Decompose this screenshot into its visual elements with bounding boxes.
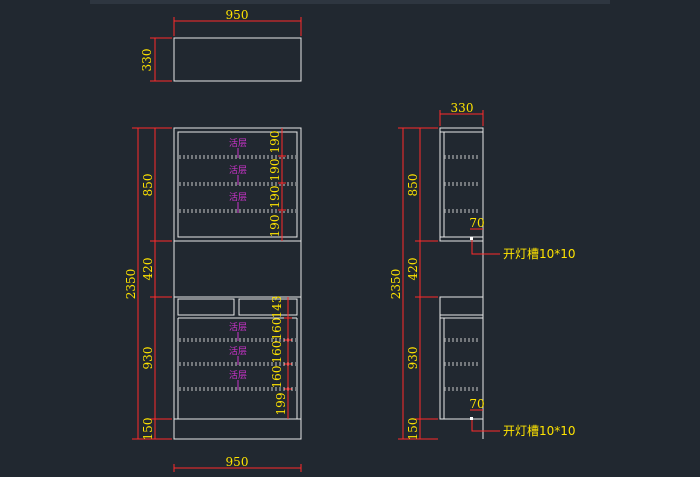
shelf-label: 活层 [229, 191, 247, 203]
groove-upper-leader [471, 240, 500, 255]
upper-spacing-2: 190 [268, 159, 282, 182]
front-view: 活层 活层 活层 活层 活层 活层 190 190 190 190 143 16… [124, 127, 302, 472]
side-overall-height-dim: 2350 [389, 269, 403, 300]
shelf-label: 活层 [229, 164, 247, 176]
plinth [173, 418, 302, 440]
top-width-dim: 950 [226, 8, 249, 22]
drawer-left [177, 298, 235, 316]
lower-spacing-3: 160 [270, 341, 284, 364]
groove-note-upper: 开灯槽10*10 [503, 247, 576, 261]
overall-height-dim: 2350 [124, 269, 138, 300]
lower-spacing-1: 143 [270, 296, 284, 319]
upper-spacing-1: 190 [268, 131, 282, 154]
upper-spacing-4: 190 [268, 215, 282, 238]
shelf-label: 活层 [229, 137, 247, 149]
top-view: 950 330 [140, 8, 302, 82]
shelf-label: 活层 [229, 369, 247, 381]
drawer-right [238, 298, 298, 316]
upper-spacing-3: 190 [268, 186, 282, 209]
upper-section-dim: 850 [141, 174, 155, 197]
groove-upper-marker [470, 237, 473, 240]
side-lower-section-dim: 930 [406, 347, 420, 370]
side-depth-dim: 330 [451, 101, 474, 115]
groove-lower-marker [470, 417, 473, 420]
shelf-label: 活层 [229, 345, 247, 357]
middle-section-dim: 420 [141, 258, 155, 281]
side-middle-section-dim: 420 [406, 258, 420, 281]
groove-note-lower: 开灯槽10*10 [503, 424, 576, 438]
top-view-outline [173, 37, 302, 82]
side-plinth-dim: 150 [406, 418, 420, 441]
lower-section-dim: 930 [141, 347, 155, 370]
shelf-label: 活层 [229, 321, 247, 333]
groove-lower-leader [471, 420, 500, 432]
groove-offset-lower: 70 [469, 397, 484, 411]
side-view: 330 2350 850 420 930 150 70 开灯槽10*10 70 … [389, 101, 576, 440]
bottom-width-dim: 950 [226, 455, 249, 469]
middle-open-section [173, 240, 302, 298]
top-depth-dim: 330 [140, 49, 154, 72]
side-upper-section-dim: 850 [406, 174, 420, 197]
lower-spacing-4: 160 [270, 366, 284, 389]
lower-spacing-5: 199 [274, 393, 288, 416]
viewport-top-edge [90, 0, 610, 4]
lower-spacing-2: 160 [270, 318, 284, 341]
groove-offset-upper: 70 [469, 216, 484, 230]
plinth-dim: 150 [141, 418, 155, 441]
